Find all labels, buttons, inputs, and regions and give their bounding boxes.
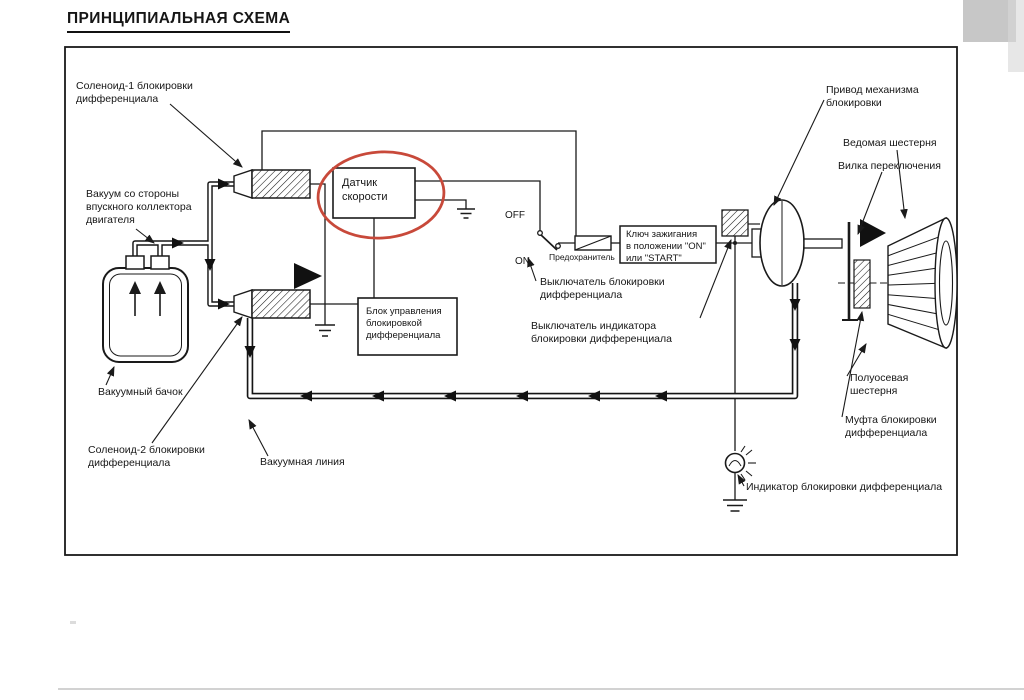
lock-clutch-symbol [853,259,871,309]
flow-arrows [172,178,801,402]
vacuum-pipes [132,181,799,400]
page-title: ПРИНЦИПИАЛЬНАЯ СХЕМА [67,10,291,33]
actuator-diaphragm [751,199,843,287]
highlight-annotation [316,150,446,240]
direction-arrow [860,219,886,247]
label-indicator-switch: Выключатель индикатора блокировки диффер… [531,320,672,346]
diagram-frame [64,46,958,556]
label-driven-gear: Ведомая шестерня [843,137,937,149]
wire-junction-dot [733,241,737,245]
label-shift-fork: Вилка переключения [838,160,941,172]
label-axle-gear: Полуосевая шестерня [850,372,909,398]
label-ignition-key: Ключ зажигания в положении "ON" или "STA… [626,229,706,264]
fuse-symbol [574,235,612,251]
label-actuator: Привод механизма блокировки [826,84,919,110]
solenoid-2 [233,289,311,319]
label-vacuum-line: Вакуумная линия [260,456,345,468]
label-vacuum-source: Вакуум со стороны впускного коллектора д… [86,188,192,227]
vacuum-line-loop [246,283,799,400]
control-unit-box [357,297,458,356]
label-switch-on: ON [515,256,530,267]
label-solenoid-1: Соленоид-1 блокировки дифференциала [76,80,193,106]
label-vacuum-tank: Вакуумный бачок [98,386,183,398]
toggle-switch [537,230,561,251]
vacuum-tank [102,255,189,363]
label-lock-clutch: Муфта блокировки дифференциала [845,414,937,440]
indicator-switch-symbol [721,209,760,237]
leader-lines [105,99,908,487]
indicator-lamp-symbol [724,445,756,481]
label-control-unit: Блок управления блокировкой дифференциал… [366,306,442,341]
label-solenoid-2: Соленоид-2 блокировки дифференциала [88,444,205,470]
solenoid-1 [233,169,311,199]
ground-symbols [315,208,747,512]
electric-wiring [261,130,758,500]
bold-flow-arrow [294,263,322,289]
label-switch-off: OFF [505,210,525,221]
label-speed-sensor: Датчик скорости [342,177,388,203]
label-lock-switch: Выключатель блокировки дифференциала [540,276,665,302]
scan-artifacts [58,0,1024,690]
ignition-key-box [619,225,717,264]
label-fuse: Предохранитель [549,252,615,262]
speed-sensor-box [332,167,416,219]
actuator-rod [803,238,843,249]
gear-assembly [838,216,958,350]
label-indicator-lamp: Индикатор блокировки дифференциала [746,481,943,493]
